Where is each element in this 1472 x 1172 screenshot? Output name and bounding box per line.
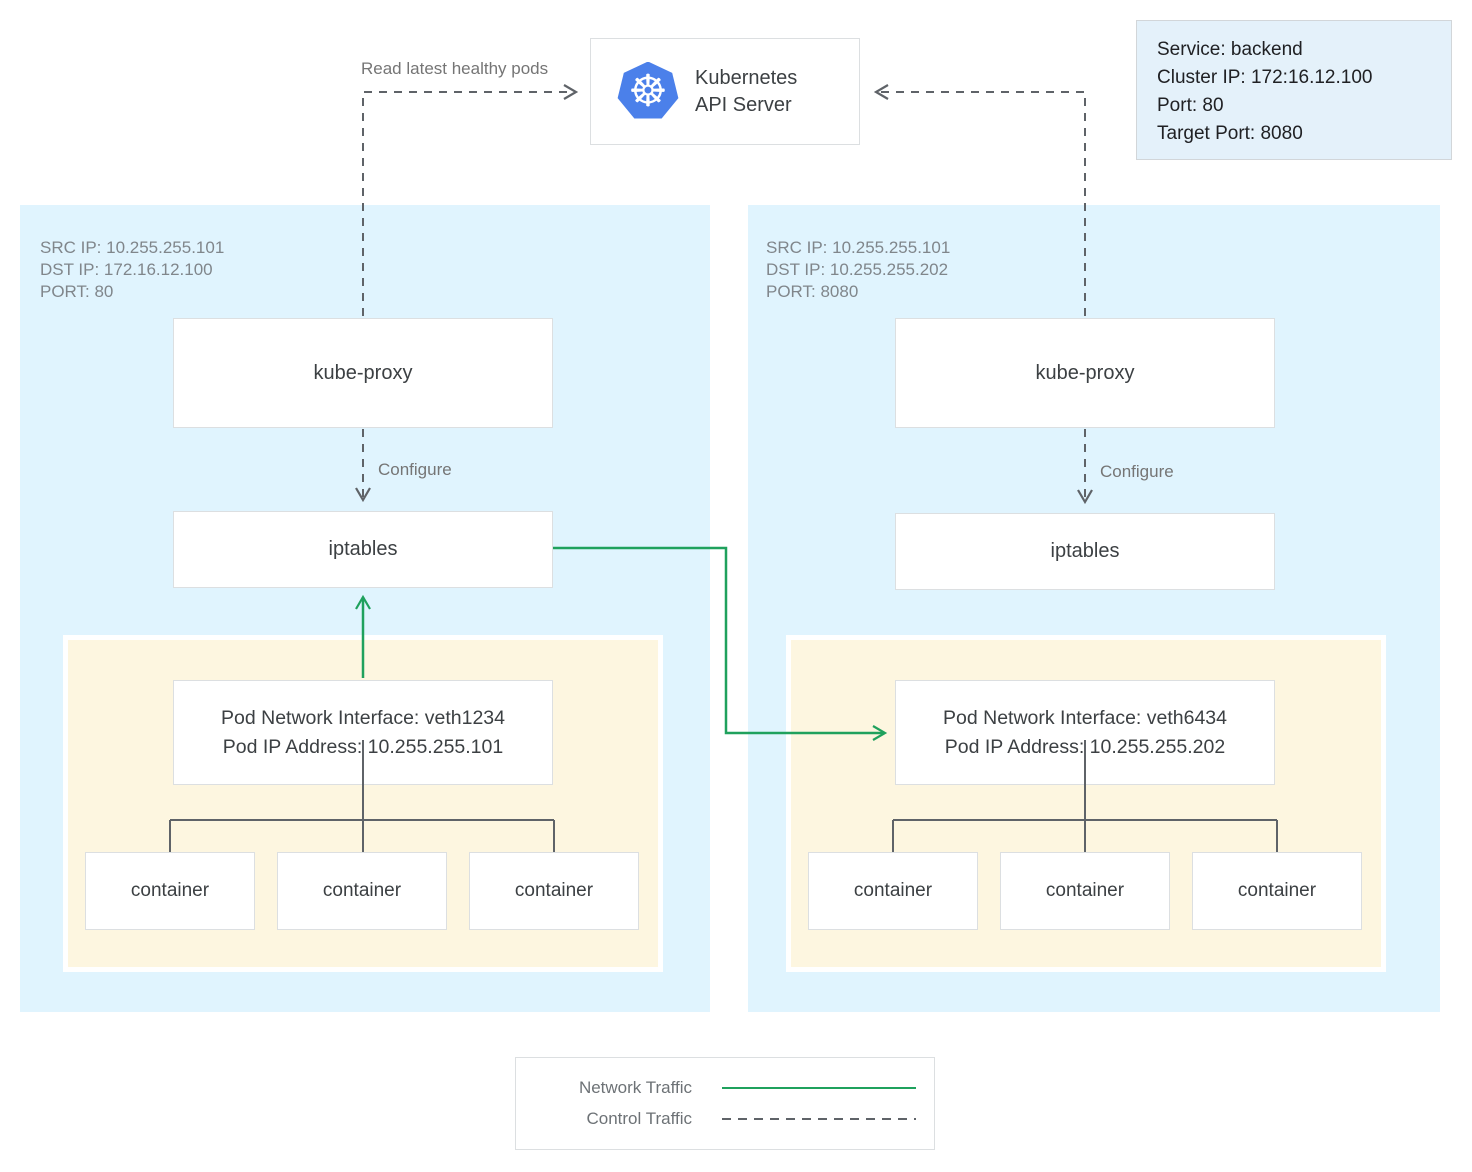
legend-control-traffic-label: Control Traffic [586, 1109, 692, 1128]
pod-interface-box-right: Pod Network Interface: veth6434 Pod IP A… [895, 680, 1275, 785]
node-left-src-ip: SRC IP: 10.255.255.101 [40, 238, 225, 257]
kube-proxy-box-left: kube-proxy [173, 318, 553, 428]
container-box: container [808, 852, 978, 930]
kube-proxy-box-right: kube-proxy [895, 318, 1275, 428]
legend: Network Traffic Control Traffic [515, 1057, 935, 1150]
node-left-dst-ip: DST IP: 172.16.12.100 [40, 260, 213, 279]
node-right-src-ip: SRC IP: 10.255.255.101 [766, 238, 951, 257]
container-box: container [1000, 852, 1170, 930]
node-left-meta: SRC IP: 10.255.255.101 DST IP: 172.16.12… [40, 237, 224, 303]
service-port: Port: 80 [1157, 95, 1224, 116]
pod-interface-box-left: Pod Network Interface: veth1234 Pod IP A… [173, 680, 553, 785]
node-right-meta: SRC IP: 10.255.255.101 DST IP: 10.255.25… [766, 237, 950, 303]
pod-right-interface: Pod Network Interface: veth6434 [943, 706, 1227, 729]
iptables-box-right: iptables [895, 513, 1275, 590]
container-box: container [469, 852, 639, 930]
node-right-port: PORT: 8080 [766, 282, 859, 301]
api-server-title-line2: API Server [695, 93, 792, 116]
edge-label-configure-right: Configure [1100, 462, 1174, 481]
helm-wheel-icon: ☸ [628, 65, 668, 117]
pod-left-interface: Pod Network Interface: veth1234 [221, 706, 505, 729]
kubernetes-api-server-box: ☸ Kubernetes API Server [590, 38, 860, 145]
edge-label-configure-left: Configure [378, 460, 452, 479]
api-server-title: Kubernetes API Server [695, 65, 797, 119]
node-left-port: PORT: 80 [40, 282, 114, 301]
service-name: Service: backend [1157, 39, 1303, 60]
api-server-title-line1: Kubernetes [695, 66, 798, 89]
legend-control-traffic-line [722, 1118, 916, 1120]
pod-left-ip: Pod IP Address: 10.255.255.101 [222, 735, 504, 758]
pod-right-ip: Pod IP Address: 10.255.255.202 [944, 735, 1226, 758]
legend-row-network: Network Traffic [534, 1078, 916, 1098]
node-right-dst-ip: DST IP: 10.255.255.202 [766, 260, 949, 279]
container-box: container [1192, 852, 1362, 930]
service-cluster-ip: Cluster IP: 172:16.12.100 [1157, 67, 1373, 88]
legend-network-traffic-line [722, 1087, 916, 1089]
iptables-box-left: iptables [173, 511, 553, 588]
legend-network-traffic-label: Network Traffic [578, 1078, 692, 1097]
kubernetes-logo-icon: ☸ [617, 61, 679, 119]
container-box: container [85, 852, 255, 930]
service-target-port: Target Port: 8080 [1157, 123, 1303, 144]
edge-label-read-latest-healthy-pods: Read latest healthy pods [361, 59, 549, 78]
legend-row-control: Control Traffic [534, 1109, 916, 1129]
service-info-card: Service: backend Cluster IP: 172:16.12.1… [1136, 20, 1452, 160]
container-box: container [277, 852, 447, 930]
